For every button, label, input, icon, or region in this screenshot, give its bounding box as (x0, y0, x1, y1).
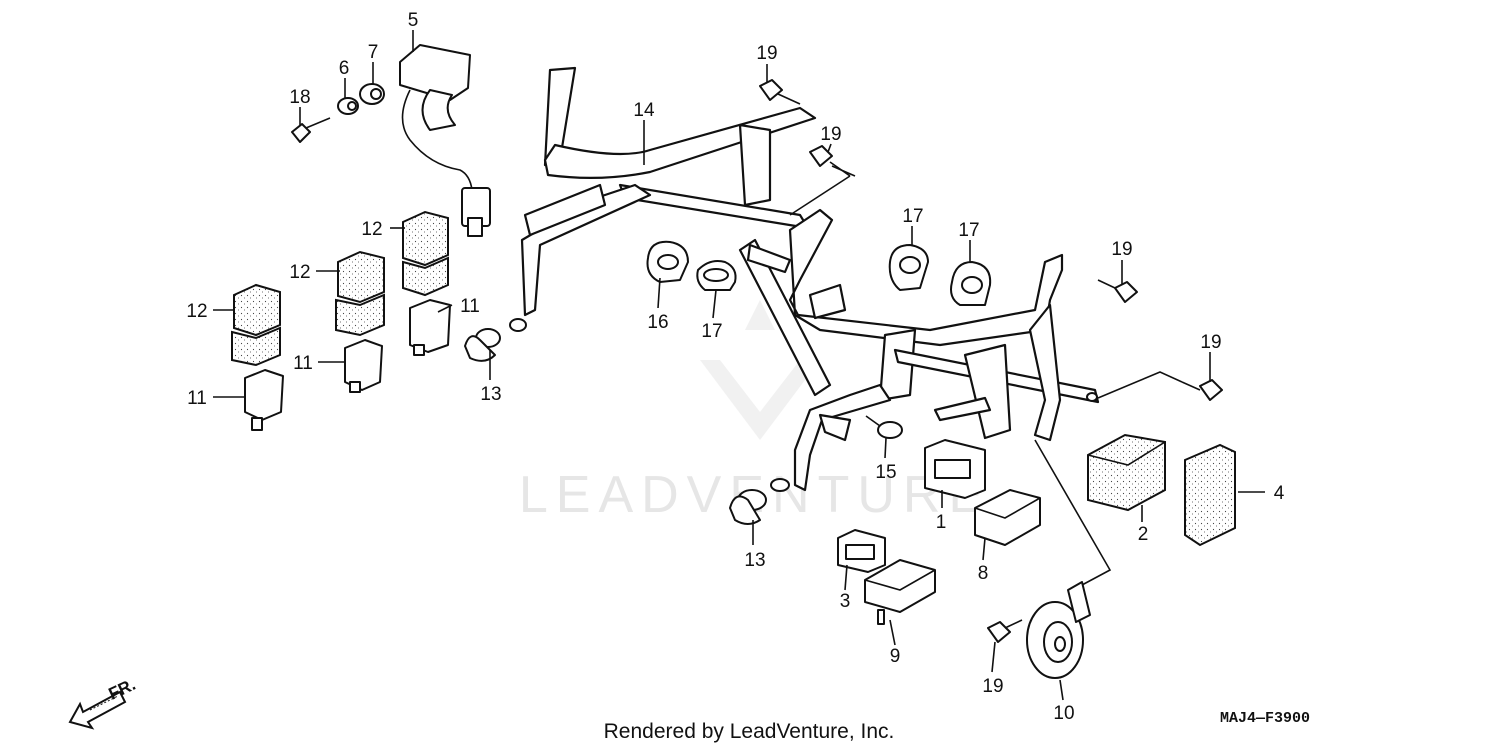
callout-6: 6 (339, 58, 350, 79)
part-10-horn (1026, 581, 1091, 679)
part-6-washer (337, 97, 359, 115)
part-7-nut (359, 83, 385, 105)
callout-13-lower: 13 (744, 550, 765, 571)
part-11-connector-c (244, 369, 284, 431)
callout-19-c: 19 (1111, 239, 1132, 260)
leader-lines (213, 30, 1265, 701)
callout-14: 14 (633, 100, 655, 121)
part-2-unit (1087, 433, 1166, 512)
callout-17-left: 17 (701, 321, 722, 342)
callout-15: 15 (875, 462, 896, 483)
callout-3: 3 (840, 591, 851, 612)
callout-16: 16 (647, 312, 668, 333)
part-19-bolt-d (1181, 379, 1223, 401)
callout-11-c: 11 (187, 388, 207, 409)
callout-9: 9 (890, 646, 901, 667)
callout-4: 4 (1274, 483, 1285, 504)
footer-credit: Rendered by LeadVenture, Inc. (604, 720, 895, 743)
part-8-unit (974, 489, 1041, 546)
part-19-bolt-c (1097, 279, 1138, 303)
frame-bracket-14 (509, 66, 1100, 492)
part-5-relay-with-cable (399, 44, 491, 237)
part-9-unit (864, 559, 936, 625)
part-18-bolt (291, 117, 331, 143)
part-11-connector-a (409, 299, 451, 356)
callout-13-upper: 13 (480, 384, 501, 405)
part-11-connector-b (344, 339, 383, 393)
callout-17-middle: 17 (902, 206, 923, 227)
part-15-screw (865, 415, 903, 439)
callout-11-b: 11 (293, 353, 313, 374)
part-3-connector (837, 529, 886, 573)
callout-10: 10 (1053, 703, 1074, 724)
watermark-logo (700, 300, 820, 440)
part-13-grommet-upper (464, 328, 501, 362)
part-19-bolt-a (759, 79, 801, 105)
callout-18: 18 (289, 87, 310, 108)
callout-7: 7 (368, 42, 379, 63)
callout-1: 1 (936, 512, 947, 533)
callout-numbers: 5 6 7 18 12 12 12 11 11 11 13 14 16 17 1… (186, 10, 1284, 724)
part-16-clamp (646, 240, 689, 283)
callout-12-left: 12 (186, 301, 207, 322)
diagram-code: MAJ4—F3900 (1220, 710, 1310, 727)
part-4-control-unit (1184, 443, 1236, 547)
part-12-relay-left (231, 283, 281, 367)
part-13-grommet-lower (729, 489, 767, 525)
part-12-relay-middle (335, 250, 385, 337)
callout-19-d: 19 (1200, 332, 1221, 353)
part-1-connector (924, 439, 986, 499)
part-17-clamp-middle (888, 244, 929, 291)
part-19-bolt-e (987, 619, 1023, 643)
callout-11-a: 11 (460, 296, 480, 317)
callout-17-right: 17 (958, 220, 979, 241)
part-17-clamp-right (950, 261, 992, 306)
part-17-clamp-left (696, 260, 737, 291)
callout-19-b: 19 (820, 124, 841, 145)
callout-8: 8 (978, 563, 989, 584)
callout-12-right: 12 (361, 219, 382, 240)
callout-5: 5 (408, 10, 419, 31)
callout-12-middle: 12 (289, 262, 310, 283)
callout-19-a: 19 (756, 43, 777, 64)
direction-arrow-icon (68, 690, 127, 730)
callout-19-e: 19 (982, 676, 1003, 697)
callout-2: 2 (1138, 524, 1149, 545)
part-12-relay-right (402, 210, 449, 297)
